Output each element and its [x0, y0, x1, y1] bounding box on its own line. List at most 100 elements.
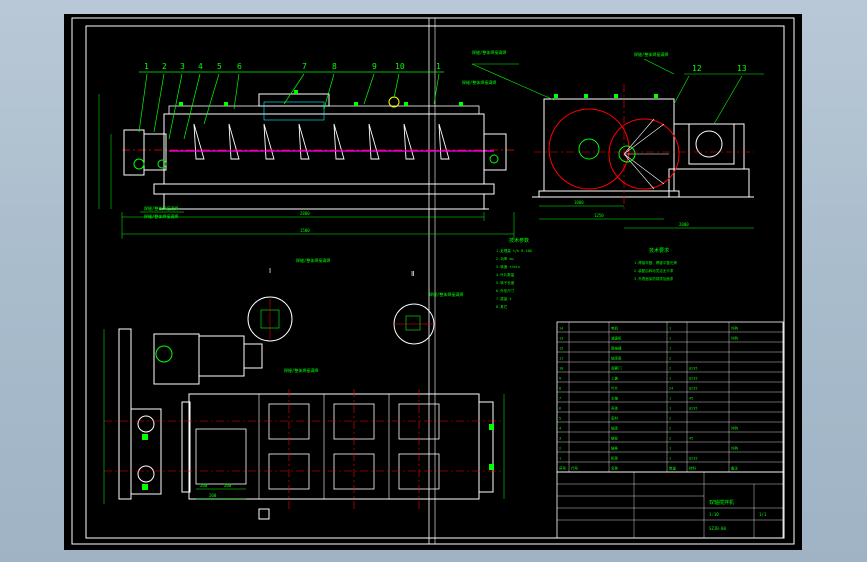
- bom-cell: 上盖: [611, 376, 619, 381]
- callout-1: 1: [144, 62, 149, 71]
- side-view-dimensions: [539, 205, 754, 229]
- title-block: 双轴搅拌机 1:10 1/1 SZJB-00: [556, 471, 784, 539]
- callout-3: 3: [180, 62, 185, 71]
- svg-text:Ⅱ: Ⅱ: [411, 270, 414, 278]
- side-view-callouts: [471, 58, 764, 125]
- bom-cell: 减速机: [611, 336, 622, 341]
- svg-text:3.转速 r/min: 3.转速 r/min: [496, 264, 520, 269]
- bom-cell: 8: [559, 387, 561, 391]
- front-view: [122, 90, 514, 210]
- callout-6: 6: [237, 62, 242, 71]
- front-view-callout-numbers: 1 2 3 4 5 6 7 8 9 10 1: [144, 62, 441, 71]
- callout-9: 9: [372, 62, 377, 71]
- bom-header-cell: 序号: [559, 466, 567, 471]
- side-view-notes: 焊缝/整体焊接满焊 焊缝/整体焊接满焊: [472, 49, 668, 57]
- callout-7: 7: [302, 62, 307, 71]
- bom-cell: Q235: [689, 377, 697, 381]
- detail-notes: 焊缝/整体焊接满焊 焊缝/整体焊接满焊: [296, 257, 463, 297]
- bom-cell: 2: [669, 427, 671, 431]
- bom-cell: 2: [669, 357, 671, 361]
- bom-cell: 1: [669, 377, 671, 381]
- bom-cell: 链轮: [611, 436, 619, 441]
- bom-cell: 壳体: [611, 406, 619, 411]
- bom-cell: 11: [559, 357, 563, 361]
- bom-cell: 1: [669, 347, 671, 351]
- side-view: [532, 84, 754, 209]
- front-view-callouts: [138, 71, 444, 140]
- bom-cell: Q235: [689, 457, 697, 461]
- bom-cell: 7: [559, 397, 561, 401]
- dim-right2: 1250: [594, 213, 604, 218]
- cad-drawing-sheet: 1 2 3 4 5 6 7 8 9 10 1 焊缝/整体焊接满焊 焊缝/整体焊接…: [71, 17, 795, 545]
- side-view-dim-text: 1800 1250 2000: [574, 200, 689, 227]
- drawing-title: 双轴搅拌机: [709, 499, 734, 506]
- bom-header-cell: 材料: [689, 466, 697, 471]
- bom-header-cell: 数量: [669, 466, 677, 471]
- drawing-sheet: 1/1: [759, 512, 767, 517]
- bom-cell: 3: [559, 437, 561, 441]
- bom-cell: 10: [559, 367, 563, 371]
- bom-cell: 叶片: [611, 386, 619, 391]
- cad-drawing-viewport[interactable]: 1 2 3 4 5 6 7 8 9 10 1 焊缝/整体焊接满焊 焊缝/整体焊接…: [64, 14, 802, 550]
- bom-cell: 主轴: [611, 396, 619, 401]
- front-view-dim-text: 2880 1500: [300, 211, 310, 233]
- bom-cell: 4: [559, 427, 561, 431]
- bom-cell: 9: [559, 377, 561, 381]
- detail-views: Ⅰ Ⅱ: [247, 267, 435, 345]
- tech-spec-title: 技术参数: [509, 237, 529, 244]
- bom-cell: 1: [669, 447, 671, 451]
- callout-8: 8: [332, 62, 337, 71]
- bom-header-cell: 名称: [611, 466, 619, 471]
- callout-13: 13: [737, 64, 747, 73]
- bom-cell: Q235: [689, 367, 697, 371]
- bom-cell: 轴承: [611, 426, 619, 431]
- note-8: 焊缝/整体焊接满焊: [284, 367, 318, 373]
- bom-cell: 5: [559, 417, 561, 421]
- bom-cell: 链条: [611, 446, 619, 451]
- bom-cell: 14: [559, 327, 563, 331]
- svg-text:6.外形尺寸: 6.外形尺寸: [496, 288, 515, 293]
- bom-cell: 2: [559, 447, 561, 451]
- tech-req-title: 技术要求: [649, 247, 669, 254]
- bom-cell: 轴承座: [611, 356, 622, 361]
- callout-12: 12: [692, 64, 702, 73]
- side-view-callout-numbers: 12 13: [692, 64, 747, 73]
- bom-cell: 1: [669, 407, 671, 411]
- outer-frame: [71, 17, 795, 545]
- dim-plan2: 200: [224, 483, 232, 488]
- svg-text:1.处理量 t/h 8-100: 1.处理量 t/h 8-100: [496, 248, 532, 253]
- plan-view-dimensions: [103, 329, 505, 504]
- bom-cell: 1: [669, 337, 671, 341]
- note-5: 焊缝/整体焊接满焊: [634, 51, 668, 57]
- bom-cell: 外购: [731, 446, 739, 451]
- note-4: 焊缝/整体焊接满焊: [472, 49, 506, 55]
- svg-text:5.转子长度: 5.转子长度: [496, 280, 515, 285]
- callout-5: 5: [217, 62, 222, 71]
- bom-cell: 2: [669, 437, 671, 441]
- bom-cell: Q235: [689, 387, 697, 391]
- callout-10: 10: [395, 62, 405, 71]
- tech-spec-block: 技术参数 1.处理量 t/h 8-100 2.功率 kw 3.转速 r/min …: [496, 237, 532, 309]
- bom-cell: 密封: [611, 416, 619, 421]
- bom-cell: 1: [669, 327, 671, 331]
- callout-11: 1: [436, 62, 441, 71]
- drawing-number: SZJB-00: [709, 526, 726, 531]
- dim-plan1: 200: [200, 483, 208, 488]
- svg-text:3.外表面涂防锈漆及面漆: 3.外表面涂防锈漆及面漆: [634, 276, 674, 281]
- bom-cell: 观察门: [611, 366, 622, 371]
- drawing-scale: 1:10: [709, 512, 719, 517]
- bom-cell: 外购: [731, 336, 739, 341]
- svg-text:2.装配后转动灵活无卡滞: 2.装配后转动灵活无卡滞: [634, 268, 674, 273]
- bom-header-cell: 代号: [571, 466, 579, 471]
- bom-cell: 45: [689, 437, 693, 441]
- callout-4: 4: [198, 62, 203, 71]
- bom-cell: 13: [559, 337, 563, 341]
- note-3: 焊缝/整体焊接满焊: [144, 213, 178, 219]
- svg-text:1.焊接牢固、焊缝平整光滑: 1.焊接牢固、焊缝平整光滑: [634, 260, 677, 265]
- bom-cell: 2: [669, 367, 671, 371]
- bom-header-cell: 备注: [731, 466, 739, 471]
- note-1: 焊缝/整体焊接满焊: [462, 79, 496, 85]
- front-view-notes: 焊缝/整体焊接满焊 焊缝/整体焊接满焊 焊缝/整体焊接满焊: [144, 79, 496, 219]
- note-6: 焊缝/整体焊接满焊: [296, 257, 330, 263]
